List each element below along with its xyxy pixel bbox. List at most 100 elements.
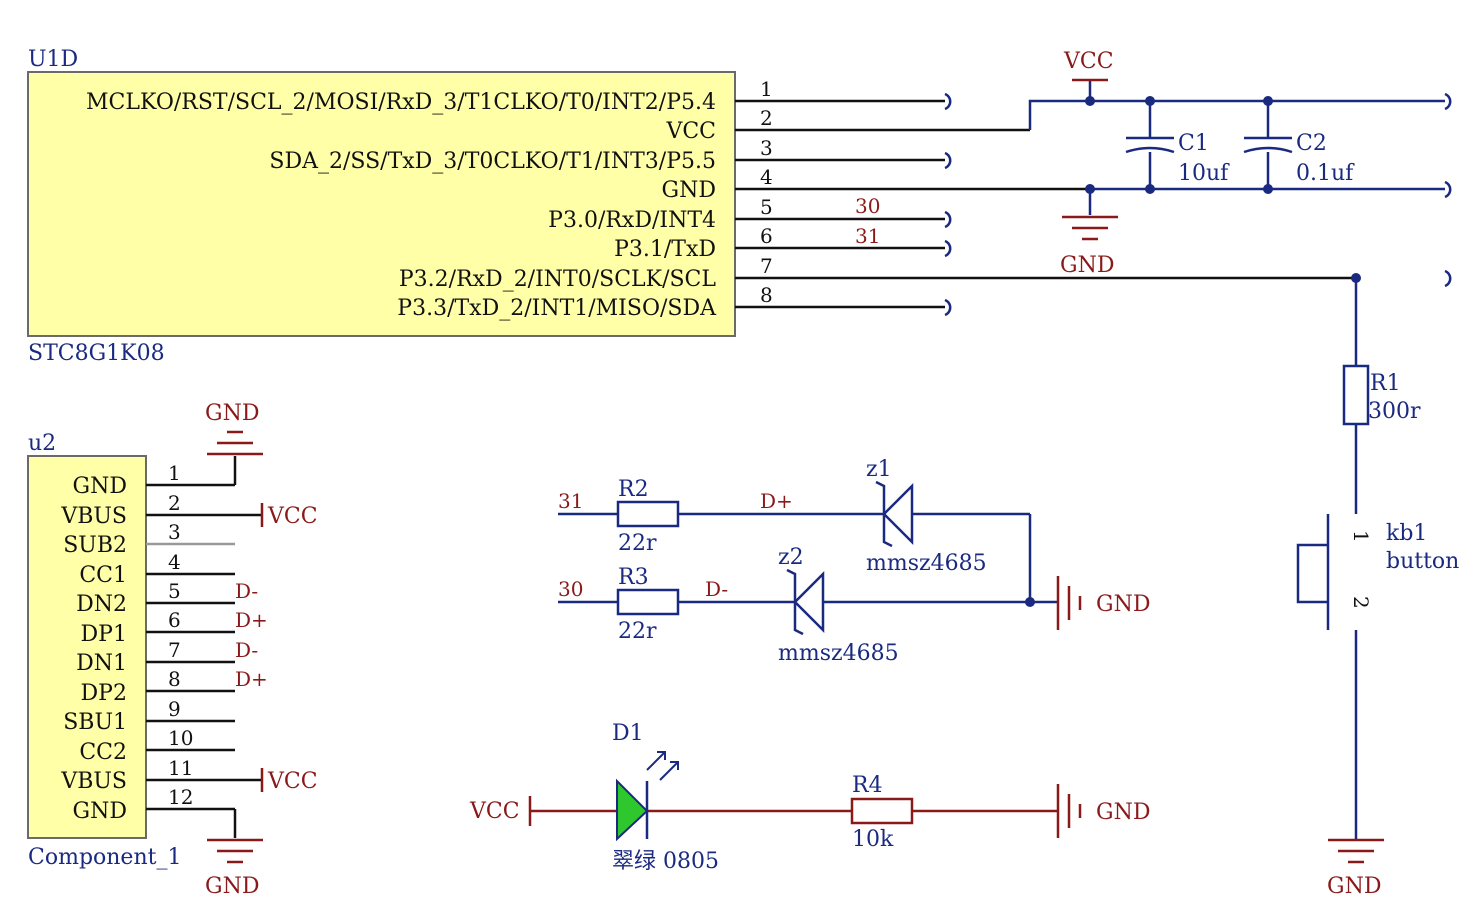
gnd-zener-label: GND [1096, 592, 1150, 617]
usb-protection-network: GND 31 D+ 30 D- R2 22r R3 22r z1 mmsz468… [558, 457, 1150, 666]
u1d-pin8-number: 8 [760, 283, 773, 307]
c1-value: 10uf [1178, 161, 1230, 186]
r3-net-out: D- [705, 577, 728, 601]
u1d-designator: U1D [28, 47, 78, 72]
d1-led[interactable] [616, 751, 679, 842]
z1-designator: z1 [866, 457, 892, 482]
u2-pin7-name: DN1 [76, 651, 127, 676]
u2-pin7-net: D- [235, 638, 258, 662]
kb1-value: button [1386, 549, 1459, 574]
d1-designator: D1 [612, 721, 644, 746]
u2-pin3-number: 3 [168, 520, 181, 544]
u1d-pin5-name: P3.0/RxD/INT4 [548, 208, 716, 233]
u1d-pin3-number: 3 [760, 136, 773, 160]
u1d-pin2-name: VCC [665, 119, 716, 144]
r4-designator: R4 [852, 773, 883, 798]
u2-pin9-name: SBU1 [63, 710, 127, 735]
u2-pin5-net: D- [235, 579, 258, 603]
r1-designator: R1 [1370, 371, 1401, 396]
u2-pin4-number: 4 [168, 550, 181, 574]
r2-value: 22r [618, 531, 657, 556]
u2-pin10-name: CC2 [79, 740, 127, 765]
r4-body[interactable] [850, 797, 914, 825]
u1d-pin3-name: SDA_2/SS/TxD_3/T0CLKO/T1/INT3/P5.5 [269, 149, 716, 174]
vcc-led-label: VCC [469, 799, 520, 824]
gnd-u2-bottom-label: GND [205, 874, 259, 899]
z2-designator: z2 [778, 545, 804, 570]
u1d-pin5-number: 5 [760, 195, 773, 219]
d1-value: 翠绿 0805 [612, 849, 719, 874]
u2-pin6-name: DP1 [81, 622, 127, 647]
z2-diode[interactable] [786, 568, 825, 636]
u1d-pin2-number: 2 [760, 106, 773, 130]
vcc-top-label: VCC [1063, 49, 1114, 74]
u1d-pin1-number: 1 [760, 77, 773, 101]
u2-pin6-net: D+ [235, 608, 268, 632]
u1d-pin1-name: MCLKO/RST/SCL_2/MOSI/RxD_3/T1CLKO/T0/INT… [86, 90, 716, 115]
u2-pin11-name: VBUS [60, 769, 127, 794]
u2-pin2-name: VBUS [60, 504, 127, 529]
u1d-pin8-name: P3.3/TxD_2/INT1/MISO/SDA [397, 296, 717, 321]
u2-pin6-number: 6 [168, 608, 181, 632]
u2-pin7-number: 7 [168, 638, 181, 662]
r3-net-in: 30 [558, 577, 583, 601]
u1d-port-ends [944, 92, 952, 317]
u2-pin8-number: 8 [168, 667, 181, 691]
u1d-pin5-net-label: 30 [855, 194, 880, 218]
u2-pin1-number: 1 [168, 461, 181, 485]
r2-body[interactable] [616, 500, 680, 528]
r2-net-in: 31 [558, 489, 583, 513]
u2-pin5-name: DN2 [76, 592, 127, 617]
u2-pin3-name: SUB2 [63, 533, 127, 558]
u2-pin12-name: GND [73, 799, 127, 824]
led-network: VCC GND D1 翠绿 0805 R4 10k [469, 721, 1150, 874]
r3-designator: R3 [618, 565, 649, 590]
u2-pin5-number: 5 [168, 579, 181, 603]
u2-component[interactable]: u2 Component_1 GND VBUS SUB2 CC1 DN2 DP1… [27, 401, 318, 899]
u2-pin11-vcc-label: VCC [267, 769, 318, 794]
r4-value: 10k [852, 827, 894, 852]
u1d-pin4-number: 4 [760, 165, 773, 189]
r2-designator: R2 [618, 477, 649, 502]
u2-pin12-number: 12 [168, 785, 193, 809]
u2-designator: u2 [28, 431, 56, 456]
u1d-pin4-name: GND [662, 178, 716, 203]
u2-part: Component_1 [28, 845, 181, 870]
gnd-button-label: GND [1327, 874, 1381, 899]
u2-pin8-name: DP2 [81, 681, 127, 706]
u2-pin1-name: GND [73, 474, 127, 499]
r2-net-out: D+ [760, 489, 793, 513]
u2-pin4-name: CC1 [79, 563, 127, 588]
u1d-part: STC8G1K08 [28, 341, 165, 366]
gnd-top-label: GND [1060, 253, 1114, 278]
u1d-pin6-number: 6 [760, 224, 773, 248]
u1d-body [27, 71, 736, 337]
gnd-led-label: GND [1096, 800, 1150, 825]
u2-body [27, 455, 147, 839]
z1-value: mmsz4685 [866, 551, 987, 576]
u2-pin10-number: 10 [168, 726, 193, 750]
kb1-designator: kb1 [1386, 521, 1427, 546]
z2-value: mmsz4685 [778, 641, 899, 666]
kb1-pin1-number: 1 [1349, 530, 1373, 543]
button-network: 1 2 R1 300r kb1 button GND [1296, 278, 1459, 899]
r3-value: 22r [618, 619, 657, 644]
u2-pin2-vcc-label: VCC [267, 504, 318, 529]
r1-body[interactable] [1342, 364, 1370, 426]
u1d-pin7-name: P3.2/RxD_2/INT0/SCLK/SCL [399, 267, 717, 292]
u1d-pin6-net-label: 31 [855, 224, 880, 248]
decoupling-network: VCC GND C1 10uf C2 0.1uf [1028, 49, 1452, 288]
c2-value: 0.1uf [1296, 161, 1355, 186]
u1d-component[interactable]: U1D STC8G1K08 MCLKO/RST/SCL_2/MOSI/RxD_3… [27, 47, 1356, 366]
u1d-pin7-number: 7 [760, 254, 773, 278]
r1-value: 300r [1368, 399, 1421, 424]
gnd-u2-top-label: GND [205, 401, 259, 426]
c1-designator: C1 [1178, 131, 1209, 156]
r3-body[interactable] [616, 588, 680, 616]
u2-pin2-number: 2 [168, 491, 181, 515]
u2-pin9-number: 9 [168, 697, 181, 721]
c2-designator: C2 [1296, 131, 1327, 156]
z1-diode[interactable] [875, 480, 914, 548]
u2-pin8-net: D+ [235, 667, 268, 691]
u2-pin11-number: 11 [168, 756, 193, 780]
